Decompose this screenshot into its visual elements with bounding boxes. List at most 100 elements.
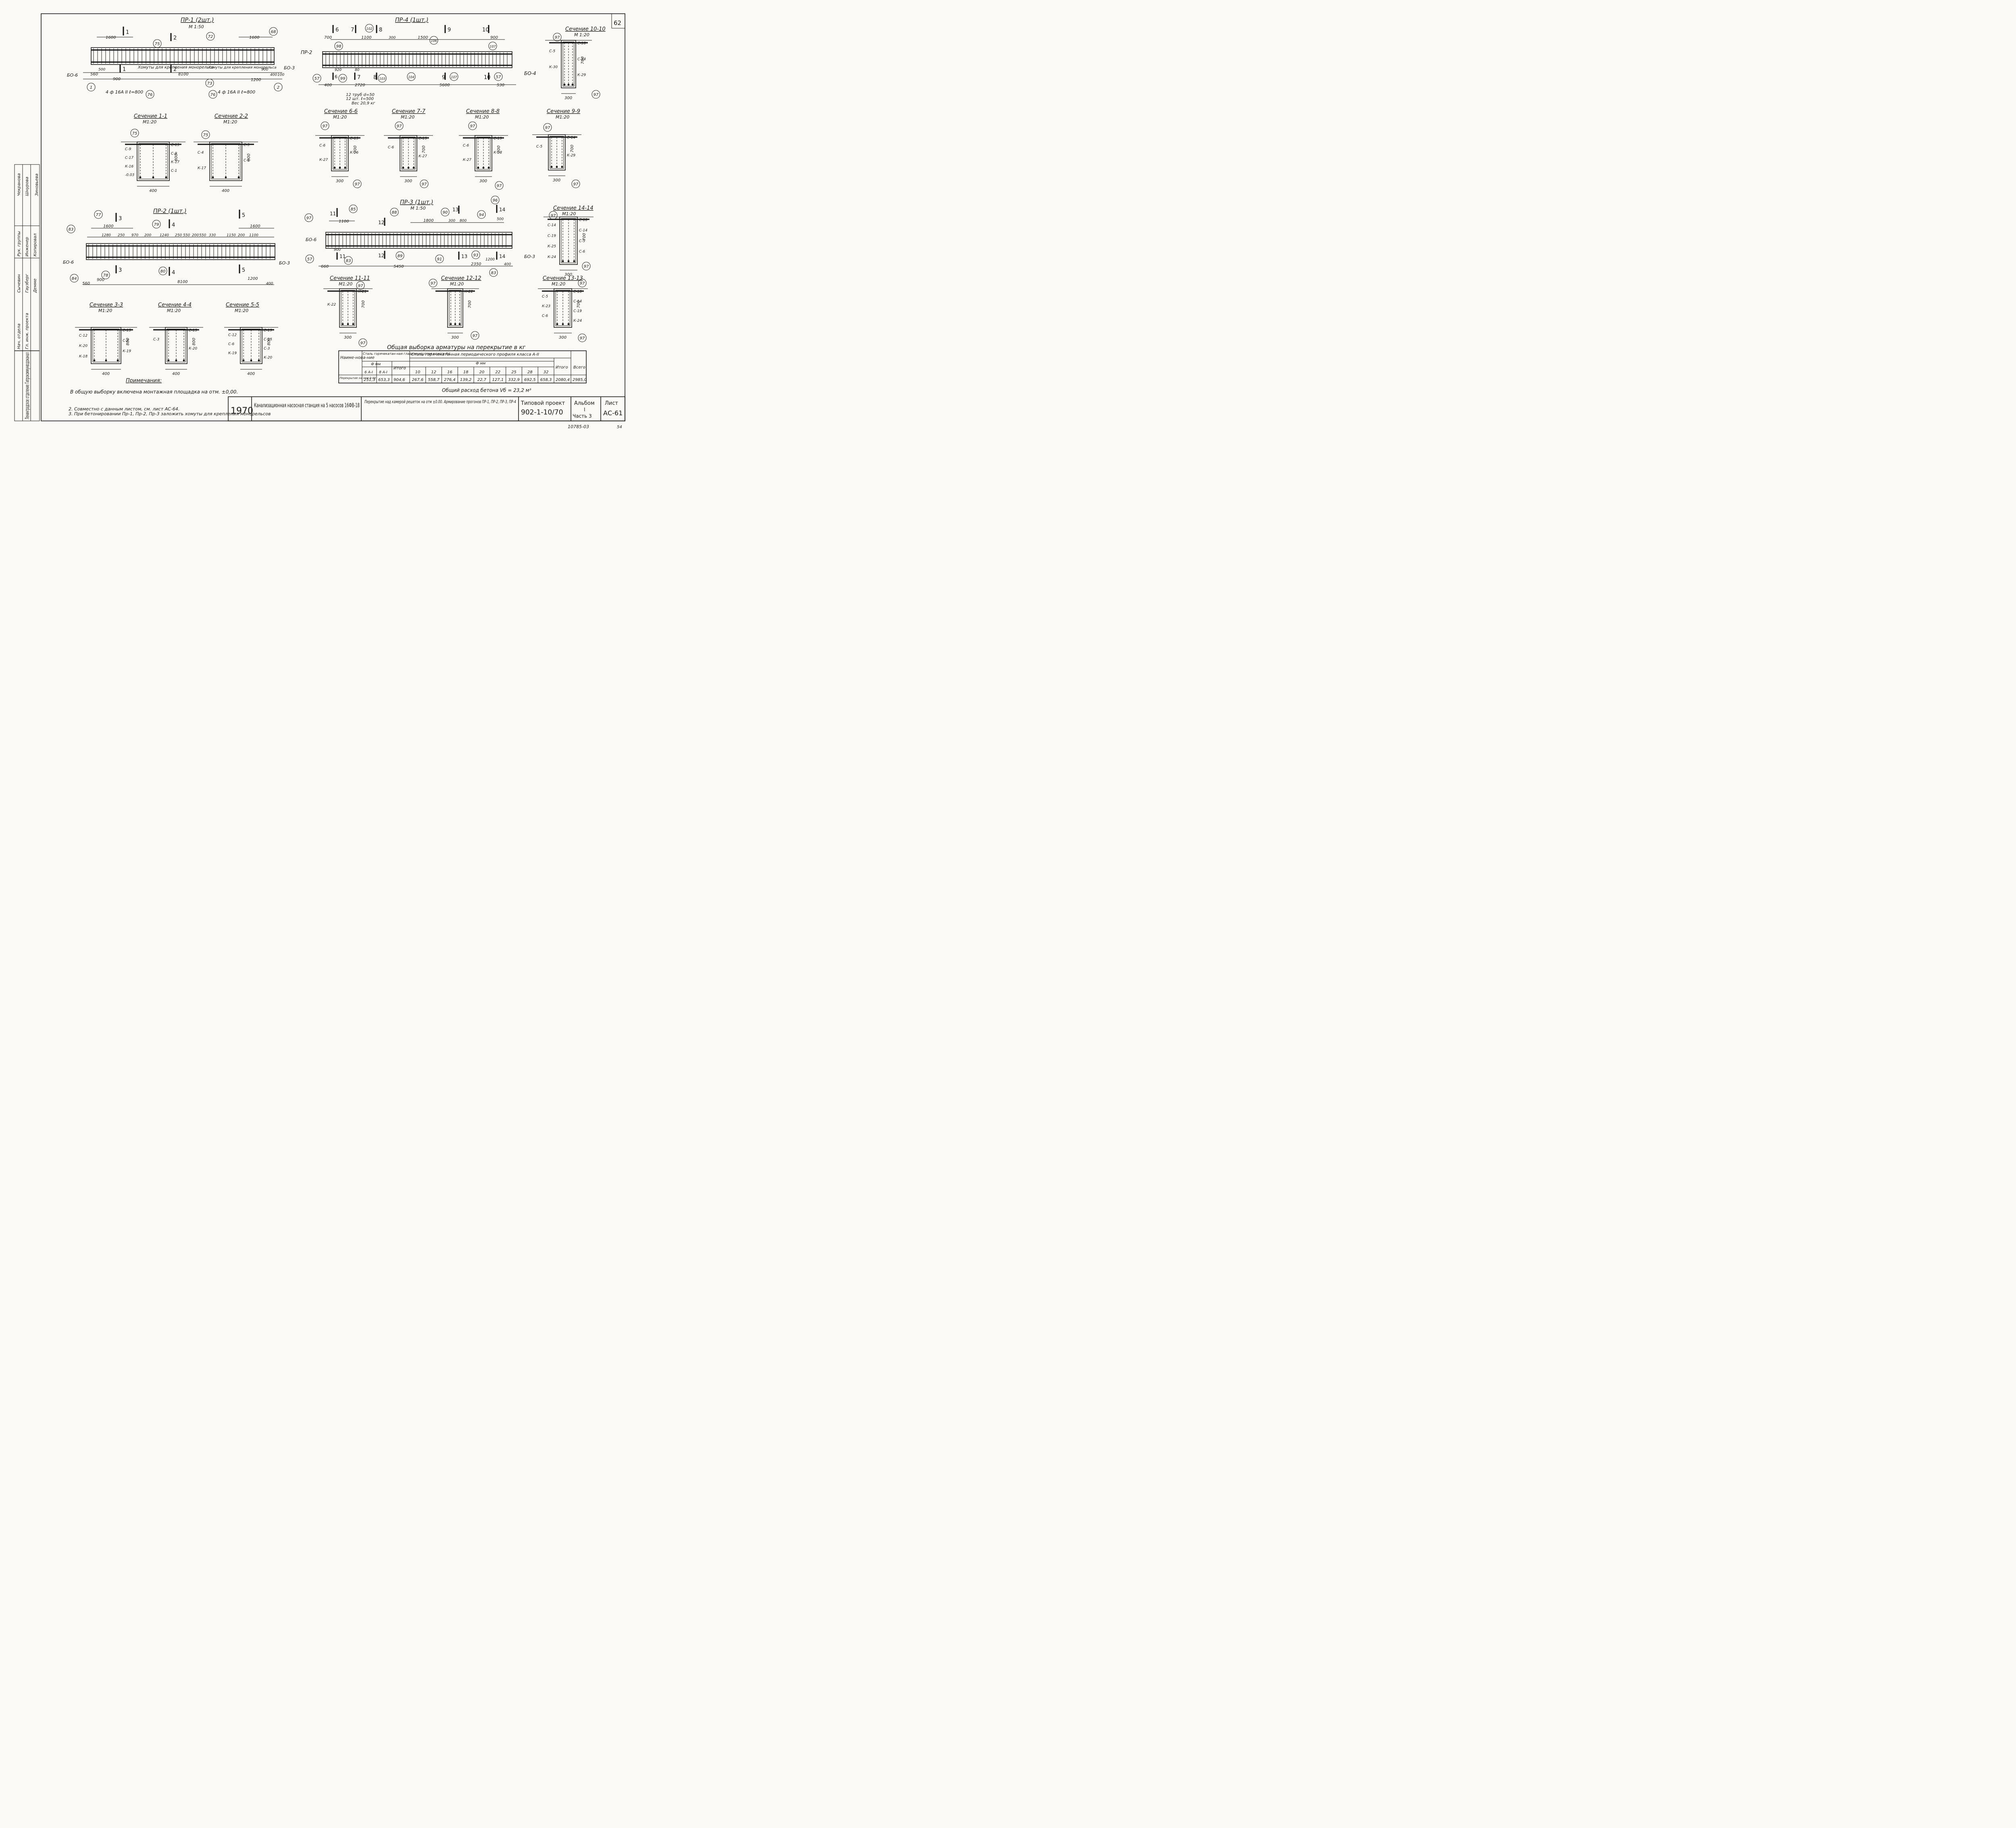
- rebar-label: С-5: [536, 145, 543, 149]
- svg-text:12: 12: [378, 220, 384, 225]
- bar-dot: [250, 359, 252, 362]
- position-mark: 88: [390, 208, 399, 217]
- position-mark: 76: [208, 90, 217, 99]
- dim-height: 700: [581, 56, 585, 64]
- rebar-label: К-25: [548, 245, 556, 249]
- svg-text:54: 54: [617, 425, 622, 429]
- section-title: Сечение 8-8: [466, 108, 500, 115]
- table-value: 332,9: [508, 378, 520, 382]
- dim-width: 400: [102, 372, 110, 376]
- svg-text:БО-3: БО-3: [284, 65, 295, 71]
- bar-dot: [139, 176, 142, 179]
- svg-text:Шнурова: Шнурова: [25, 177, 29, 196]
- svg-text:97: 97: [422, 182, 427, 187]
- table-value: 139,2: [460, 378, 472, 382]
- bar-dot: [167, 359, 170, 362]
- svg-text:1600: 1600: [103, 224, 113, 229]
- svg-text:97: 97: [358, 284, 363, 288]
- position-mark: 57: [494, 72, 503, 81]
- position-mark: 79: [152, 220, 161, 229]
- rebar-label: К-16: [125, 164, 133, 169]
- section-cage: [211, 143, 241, 179]
- position-mark: 68: [269, 27, 278, 36]
- beam-pr4: ПР-4 (1шт.) 700 1100 300 1500 900 920 80…: [301, 17, 536, 106]
- rebar-label: С-12: [228, 333, 237, 337]
- rebar-label: К-27: [319, 158, 328, 162]
- table-value: 692,5: [524, 378, 536, 382]
- rebar-label: С-18: [577, 42, 586, 46]
- rebar-table: Общая выборка арматуры на перекрытие в к…: [338, 344, 587, 393]
- svg-text:400: 400: [266, 282, 273, 286]
- table-value: 558,7: [428, 378, 439, 382]
- svg-text:90: 90: [443, 210, 448, 215]
- position-mark: 78: [101, 271, 110, 279]
- svg-text:300: 300: [448, 219, 455, 223]
- svg-text:1200: 1200: [251, 78, 261, 82]
- rebar-label: К-20: [189, 347, 197, 351]
- svg-text:2: 2: [173, 67, 177, 73]
- svg-text:12: 12: [378, 253, 384, 258]
- rebar-label: К-20: [264, 356, 272, 360]
- bar-dot: [567, 323, 570, 325]
- position-mark: 107: [450, 72, 458, 81]
- drawing-sheet: 62 ПР-1 (2шт.) М 1:50 1600 1600 560 900 …: [14, 13, 625, 429]
- section-title: Сечение 7-7: [392, 108, 426, 115]
- rebar-label: С-5: [549, 50, 556, 54]
- svg-text:500: 500: [98, 68, 105, 72]
- rebar-label: К-20: [79, 344, 87, 348]
- rebar-label: К-29: [567, 154, 575, 158]
- svg-text:11: 11: [330, 211, 336, 217]
- rebar-label: К-24: [573, 319, 582, 323]
- rebar-label: С-3: [153, 338, 160, 342]
- dim-width: 400: [247, 372, 255, 376]
- svg-text:Ф мм: Ф мм: [371, 362, 381, 366]
- pr1-title: ПР-1 (2шт.): [181, 17, 214, 23]
- svg-text:251,3: 251,3: [364, 378, 375, 382]
- svg-text:550: 550: [183, 233, 190, 237]
- rebar-label: К-21: [358, 290, 367, 294]
- svg-text:4 ф 16А II ℓ=800: 4 ф 16А II ℓ=800: [218, 90, 255, 95]
- svg-text:Канализационная насосная станц: Канализационная насосная станция на 5 на…: [254, 402, 360, 409]
- rebar-label: С-19: [419, 137, 427, 141]
- svg-text:Сталь горячекатанная периодиче: Сталь горячекатанная периодического проф…: [411, 352, 539, 357]
- table-diameter: 28: [527, 370, 533, 375]
- table-diameter: 18: [463, 370, 469, 375]
- dim-height: 700: [570, 145, 575, 152]
- bar-dot: [402, 167, 404, 169]
- bar-dot: [477, 167, 479, 169]
- rebar-label: С-12: [79, 334, 87, 338]
- svg-text:88: 88: [392, 210, 397, 215]
- section-s5: Сечение 5-5М1:20400800С-19С-12С-15С-6С-3…: [224, 302, 278, 376]
- svg-text:84: 84: [72, 277, 77, 281]
- svg-text:57: 57: [307, 257, 312, 262]
- dim-width: 300: [404, 179, 412, 183]
- position-mark: 97: [429, 279, 437, 287]
- svg-text:2. Совместно с данным листом,: 2. Совместно с данным листом, см. лист А…: [69, 406, 179, 412]
- rebar-label: К-22: [464, 290, 473, 294]
- bar-dot: [225, 176, 227, 179]
- section-s13: Сечение 13-13М1:20300700С-18С-5С-14К-23С…: [538, 275, 588, 340]
- dim-height: 800: [192, 338, 196, 346]
- svg-text:1800: 1800: [423, 219, 433, 223]
- dim-height: 800: [247, 154, 251, 161]
- dim-height: 700: [582, 233, 587, 241]
- section-title: Сечение 9-9: [547, 108, 580, 115]
- rebar-label: С-9: [171, 152, 177, 156]
- table-value: 276,4: [444, 378, 456, 382]
- position-mark: 83: [344, 256, 353, 265]
- table-title: Общая выборка арматуры на перекрытие в к…: [387, 344, 526, 351]
- position-mark: 97: [578, 333, 587, 342]
- section-scale: М1:20: [339, 281, 352, 287]
- rebar-label: С-15: [123, 329, 131, 333]
- rebar-label: С-14: [567, 136, 575, 140]
- svg-text:653,3: 653,3: [378, 378, 390, 382]
- svg-text:Наиме-нова-ние: Наиме-нова-ние: [340, 356, 375, 360]
- svg-text:М 1:50: М 1:50: [410, 206, 426, 211]
- rebar-label: С-6: [228, 342, 235, 346]
- svg-text:1150: 1150: [227, 233, 236, 237]
- position-mark: 104: [407, 72, 416, 81]
- rebar-label: С-9: [244, 143, 250, 147]
- position-mark: 102: [365, 24, 374, 33]
- section-cage: [92, 329, 120, 362]
